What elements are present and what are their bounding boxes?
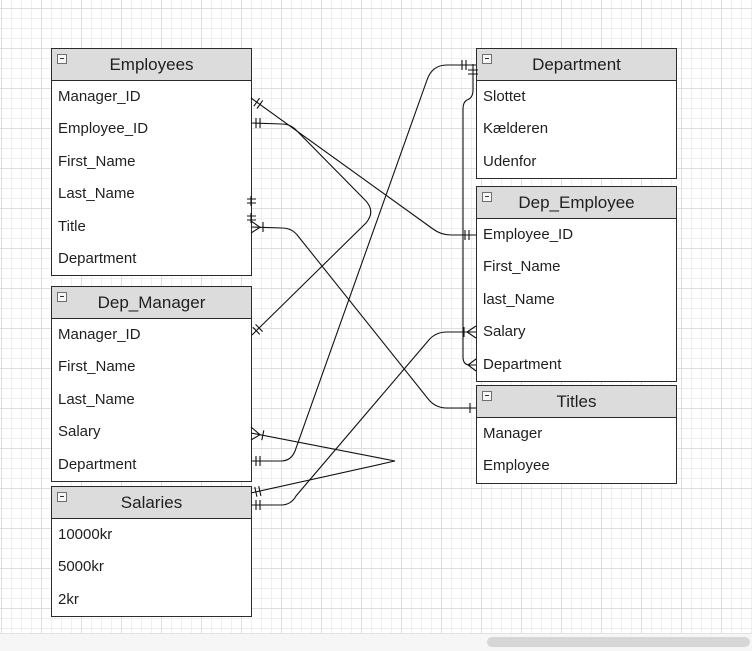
table-title[interactable]: Dep_Manager	[97, 293, 206, 312]
table-row[interactable]: Kælderen	[483, 120, 549, 138]
table-row[interactable]: Department	[58, 455, 137, 473]
minus-square-icon[interactable]	[57, 292, 67, 302]
connector-line[interactable]	[251, 331, 476, 506]
relationship-salaries-to-dep-employee-salary[interactable]	[251, 325, 477, 510]
scrollbar-thumb[interactable]	[487, 637, 750, 647]
relationship-employees-title-to-titles[interactable]	[250, 220, 476, 413]
cardinality-marker	[255, 456, 261, 466]
table-row[interactable]: 10000kr	[58, 526, 113, 543]
table-row[interactable]: Last_Name	[58, 390, 135, 408]
connector-line[interactable]	[462, 64, 476, 366]
table-row[interactable]: last_Name	[483, 290, 555, 308]
relationship-dep-manager-department-to-department[interactable]	[251, 60, 476, 466]
connector-line[interactable]	[250, 97, 476, 236]
table-header[interactable]: Dep_Employee	[477, 187, 676, 219]
table-title[interactable]: Salaries	[120, 493, 183, 512]
minus-square-icon[interactable]	[482, 391, 492, 401]
cardinality-marker	[252, 324, 263, 335]
cardinality-marker	[254, 485, 262, 497]
table-row[interactable]: Last_Name	[58, 185, 135, 203]
table-row[interactable]: First_Name	[58, 152, 136, 170]
table-dep-manager[interactable]: Dep_Manager Manager_ID First_Name Last_N…	[51, 286, 252, 482]
cardinality-marker	[255, 500, 261, 510]
table-row[interactable]: Manager_ID	[58, 326, 141, 343]
table-title[interactable]: Dep_Employee	[518, 193, 635, 212]
table-row[interactable]: Employee_ID	[483, 226, 574, 243]
table-row[interactable]: Manager_ID	[58, 88, 141, 105]
table-row[interactable]: Employee	[483, 457, 550, 475]
table-dep-employee[interactable]: Dep_Employee Employee_ID First_Name last…	[476, 186, 677, 382]
table-titles[interactable]: Titles Manager Employee	[476, 385, 677, 484]
table-row[interactable]: First_Name	[58, 358, 136, 376]
table-row[interactable]: Salary	[483, 323, 526, 341]
connector-line[interactable]	[250, 226, 476, 409]
minus-square-icon[interactable]	[57, 54, 67, 64]
crows-foot-marker	[467, 358, 477, 372]
table-header[interactable]: Salaries	[52, 487, 251, 519]
table-row[interactable]: 2kr	[58, 590, 79, 608]
table-row[interactable]: Employee_ID	[58, 120, 149, 138]
table-department[interactable]: Department Slottet Kælderen Udenfor	[476, 48, 677, 180]
cardinality-marker	[461, 60, 467, 70]
table-row[interactable]: 5000kr	[58, 558, 104, 576]
connector-line[interactable]	[250, 432, 396, 494]
minus-square-icon[interactable]	[57, 492, 67, 502]
cardinality-marker	[464, 230, 470, 240]
crows-foot-marker	[250, 220, 264, 234]
table-row[interactable]: Manager	[483, 425, 543, 442]
crows-foot-marker	[250, 426, 265, 441]
relationship-employees-employee-id-to-dep-manager-manager-id[interactable]	[250, 118, 372, 336]
connector-line[interactable]	[251, 64, 476, 462]
table-header[interactable]: Employees	[52, 49, 251, 81]
table-salaries[interactable]: Salaries 10000kr 5000kr 2kr	[51, 486, 252, 618]
table-header[interactable]: Dep_Manager	[52, 287, 251, 319]
minus-square-icon[interactable]	[482, 192, 492, 202]
table-row[interactable]: Department	[483, 355, 562, 373]
table-row[interactable]: Salary	[58, 423, 101, 441]
table-title[interactable]: Titles	[556, 392, 597, 411]
table-header[interactable]: Titles	[477, 386, 676, 418]
table-title[interactable]: Department	[532, 55, 621, 74]
table-row[interactable]: Slottet	[483, 88, 526, 105]
table-row[interactable]: Udenfor	[483, 152, 537, 170]
table-header[interactable]: Department	[477, 49, 676, 81]
table-employees[interactable]: Employees Manager_ID Employee_ID First_N…	[51, 48, 252, 277]
connector-line[interactable]	[250, 122, 372, 336]
relationship-employees-manager-id-to-dep-employee-employee-id[interactable]	[250, 97, 476, 240]
relationship-dep-manager-salary-to-salaries[interactable]	[250, 426, 396, 497]
crows-foot-marker	[463, 325, 477, 339]
table-row[interactable]: Title	[58, 217, 86, 235]
horizontal-scrollbar[interactable]	[0, 633, 752, 651]
table-row[interactable]: Department	[58, 249, 137, 267]
table-title[interactable]: Employees	[109, 55, 194, 74]
diagram-canvas[interactable]: Employees Manager_ID Employee_ID First_N…	[0, 0, 752, 633]
cardinality-marker	[253, 97, 264, 109]
table-row[interactable]: First_Name	[483, 258, 561, 276]
minus-square-icon[interactable]	[482, 54, 492, 64]
cardinality-marker	[255, 118, 261, 128]
